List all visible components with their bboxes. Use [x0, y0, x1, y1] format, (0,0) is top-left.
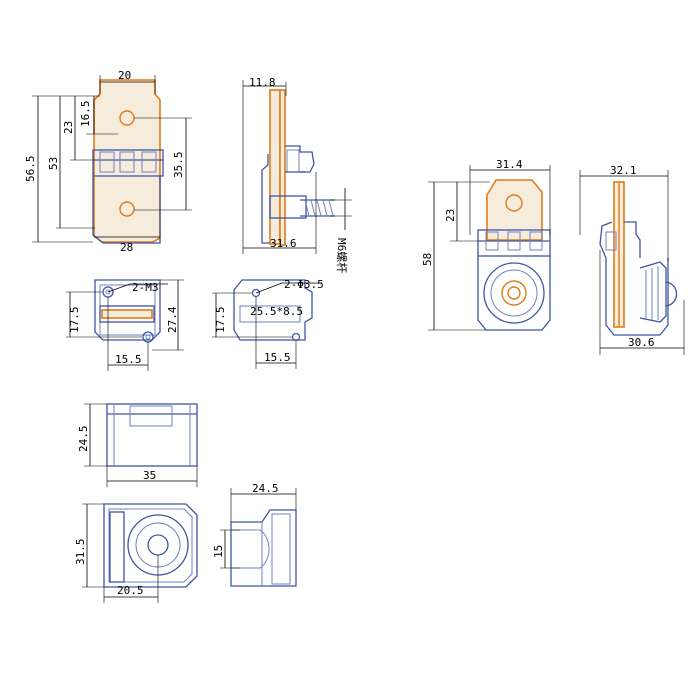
side-dim-top: 11.8: [249, 76, 276, 89]
m3-dim-27-4: 27.4: [166, 306, 179, 333]
front-dim-23: 23: [62, 121, 75, 134]
housing-end-dim-15: 15: [212, 545, 225, 558]
side-dim-bottom: 31.6: [270, 237, 297, 250]
assembly-side-dim-30-6: 30.6: [628, 336, 655, 349]
housing-side-dim-24-5: 24.5: [77, 426, 90, 453]
front-dim-bottom-width: 28: [120, 241, 133, 254]
holes-label: 2-Φ3.5: [284, 278, 324, 291]
front-dim-16-5: 16.5: [79, 101, 92, 128]
m3-thread-label: 2-M3: [132, 281, 159, 294]
housing-end-dim-24-5: 24.5: [252, 482, 279, 495]
assembly-side-view: 32.1 30.6: [579, 164, 685, 355]
housing-side-dim-35: 35: [143, 469, 156, 482]
housing-side-view: 24.5 35: [77, 403, 198, 487]
front-dim-width: 20: [118, 69, 131, 82]
housing-front-view: 31.5 20.5: [74, 503, 198, 603]
assembly-front-dim-58: 58: [421, 253, 434, 266]
m3-dim-17-5: 17.5: [68, 307, 81, 334]
housing-front-dim-31-5: 31.5: [74, 539, 87, 566]
holes-slot-dim: 25.5*8.5: [250, 305, 303, 318]
top-view-holes: 2-Φ3.5 25.5*8.5 17.5 15.5: [212, 278, 324, 369]
front-dim-53: 53: [47, 157, 60, 170]
front-view: 20 56.5 53 23 16.5 35.5 28: [24, 69, 192, 254]
assembly-front-dim-31-4: 31.4: [496, 158, 523, 171]
side-bolt-label: M6螺杆: [335, 238, 349, 273]
housing-end-view: 24.5 15: [212, 482, 297, 587]
holes-dim-17-5: 17.5: [214, 307, 227, 334]
holes-dim-15-5: 15.5: [264, 351, 291, 364]
side-view: 11.8 31.6 M6螺杆: [242, 76, 352, 273]
front-dim-35-5: 35.5: [172, 152, 185, 179]
assembly-front-dim-23: 23: [444, 209, 457, 222]
assembly-side-dim-32-1: 32.1: [610, 164, 637, 177]
front-dim-total-height: 56.5: [24, 156, 37, 183]
assembly-front-view: 31.4 23 58: [421, 158, 551, 331]
m3-dim-15-5: 15.5: [115, 353, 142, 366]
housing-front-dim-20-5: 20.5: [117, 584, 144, 597]
top-view-m3: 2-M3 17.5 27.4 15.5: [66, 279, 184, 371]
